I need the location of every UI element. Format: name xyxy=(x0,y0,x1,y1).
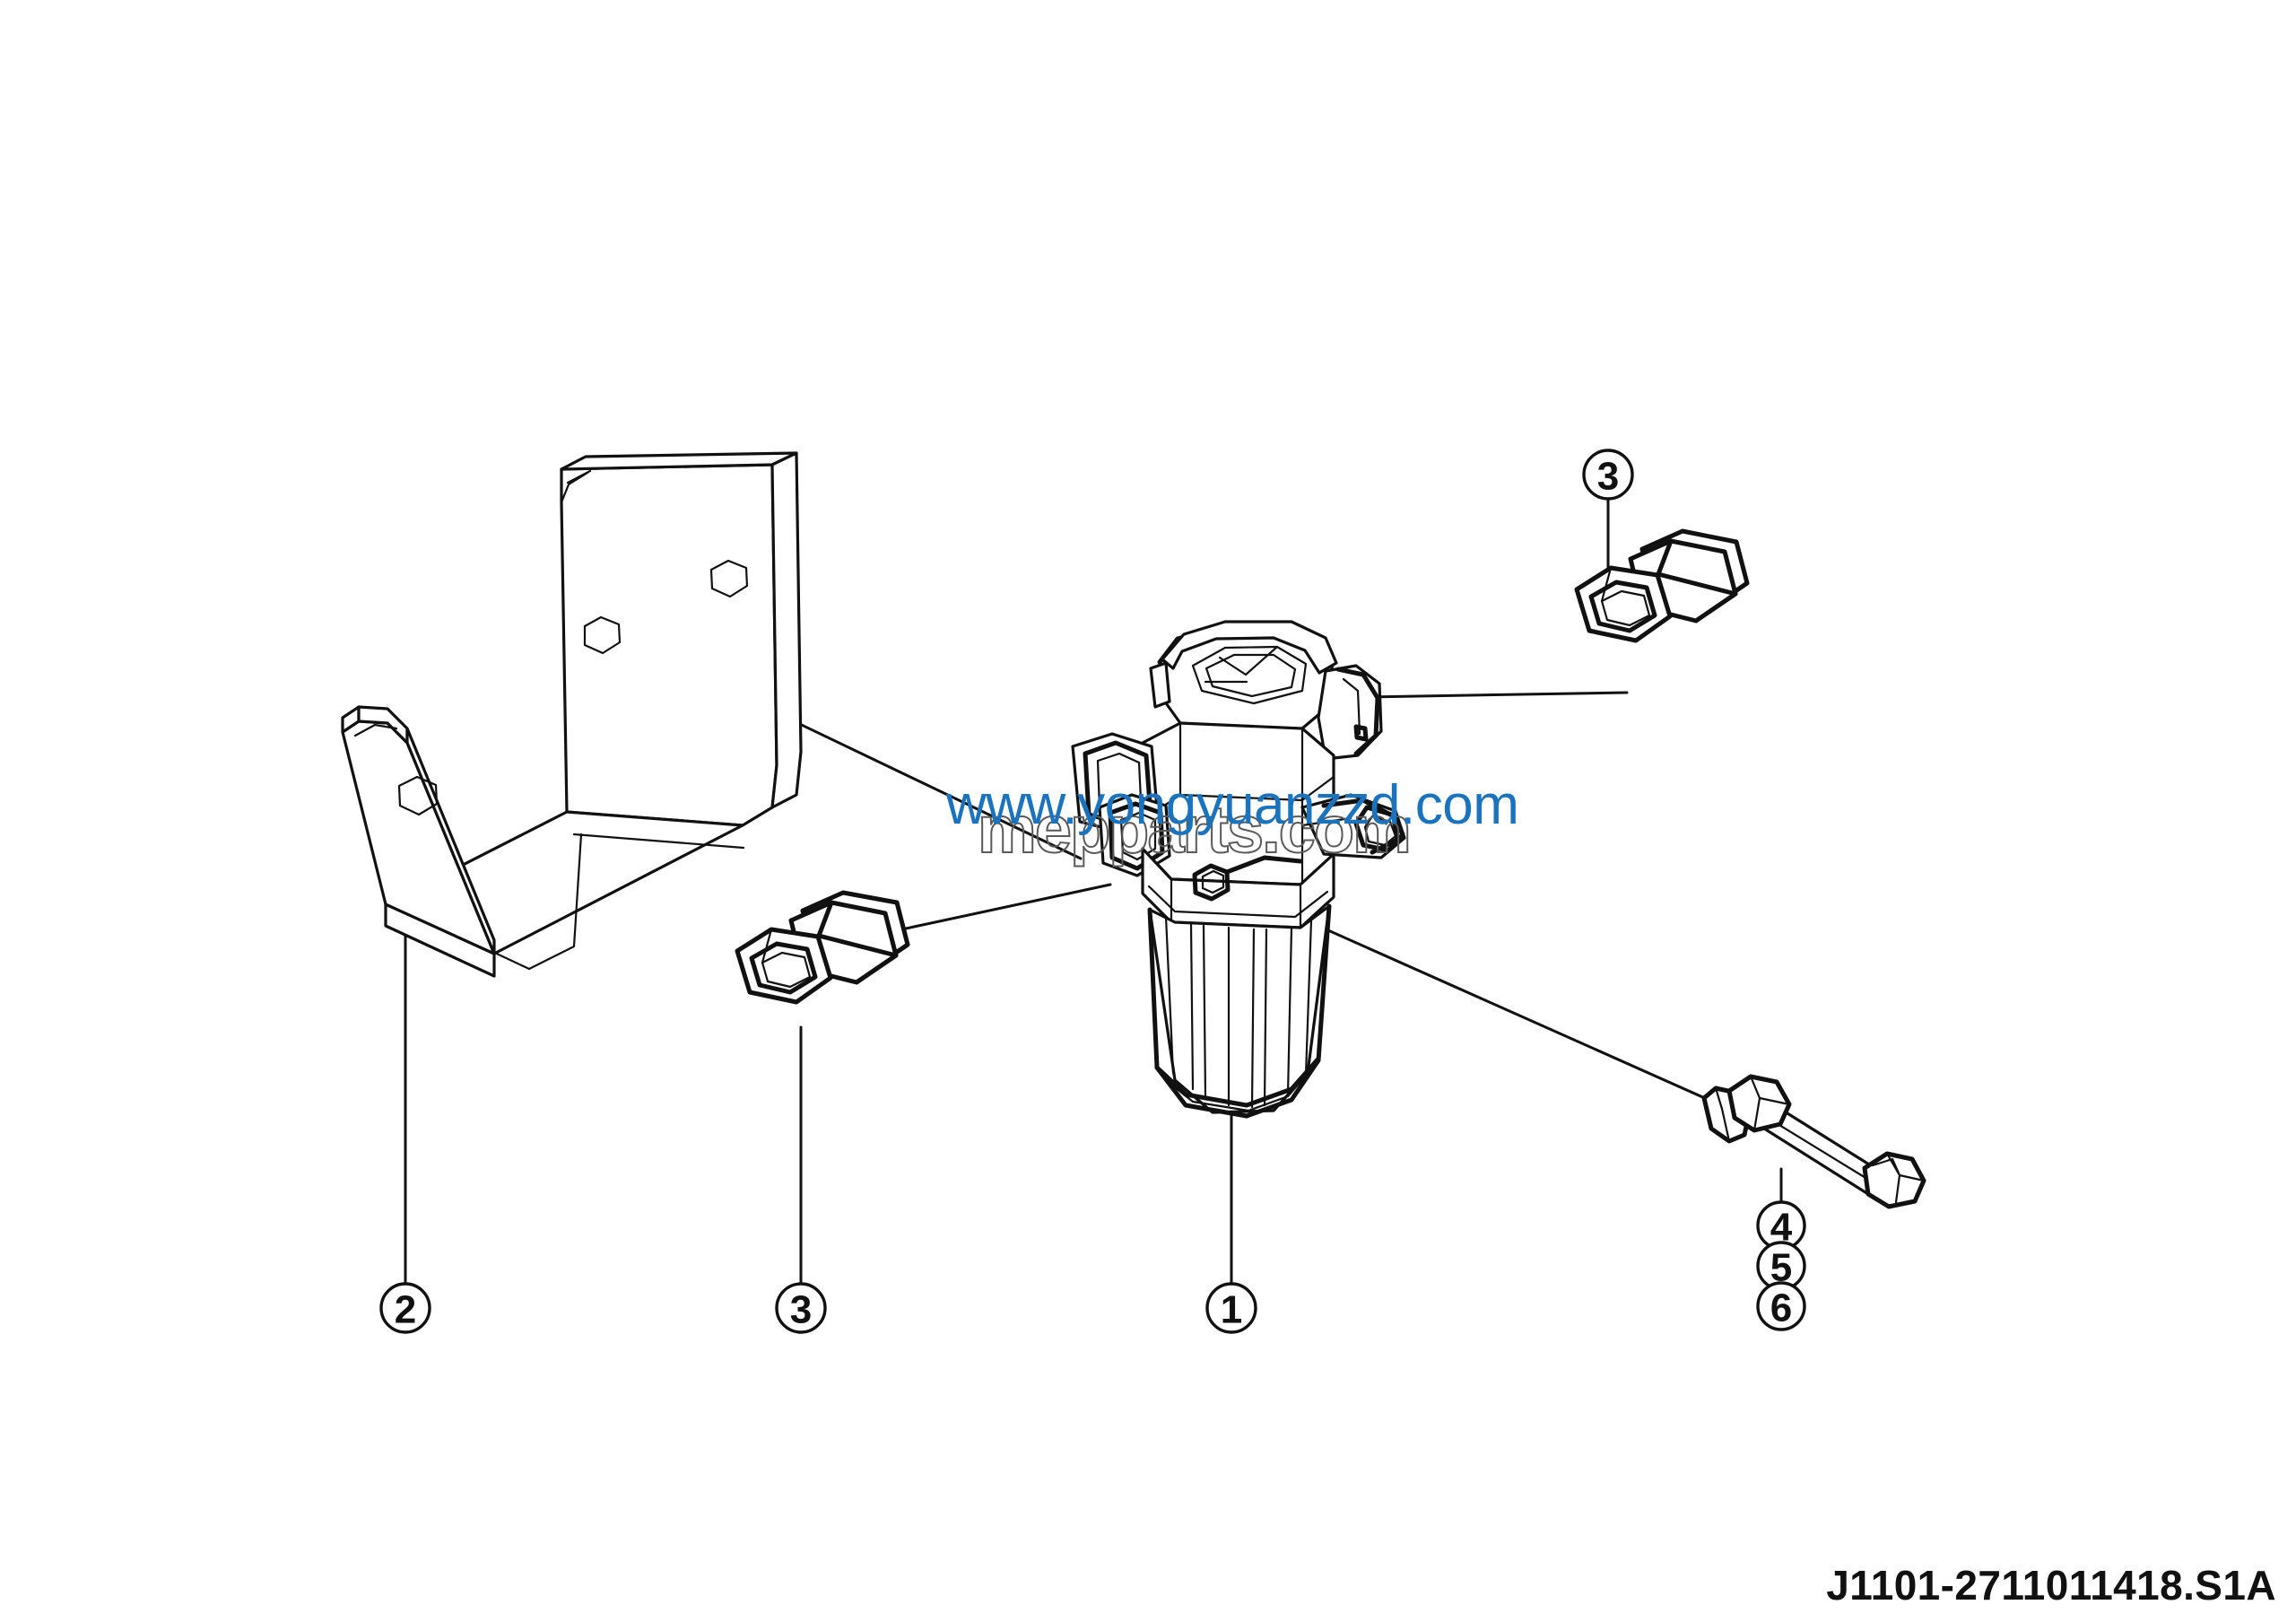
bolt-shank-highlight xyxy=(1761,1113,1876,1185)
bracket-back-plate-right-edge xyxy=(770,451,803,809)
valve-right-boss-notch xyxy=(1353,724,1369,742)
part-hex-fitting-upper xyxy=(1574,528,1750,643)
valve-bowl-rib-2 xyxy=(1189,922,1195,1091)
valve-bowl-rib-1 xyxy=(1164,915,1175,1075)
bracket-hex-hole-mid xyxy=(583,615,622,655)
callout-2-circle[interactable] xyxy=(379,1282,431,1334)
bolt-nut-crease-b xyxy=(1758,1096,1791,1106)
part-number-label: J1101-2711011418.S1A xyxy=(1826,1562,2276,1609)
valve-right-arm-hex-end xyxy=(1353,805,1405,853)
valve-right-arm-crease xyxy=(1300,816,1352,827)
valve-left-port-lower-ring xyxy=(1108,801,1165,871)
bolt-washer-crease xyxy=(1714,1086,1731,1143)
valve-flange-clip-inner xyxy=(1201,869,1225,894)
fitting-lower-socket-outer xyxy=(749,941,818,995)
callout-3-upper[interactable]: 3 xyxy=(1582,449,1634,501)
callout-3a-circle[interactable] xyxy=(775,1282,827,1334)
callout-1[interactable]: 1 xyxy=(1205,1282,1257,1334)
valve-flange-clip-arm xyxy=(1224,855,1303,875)
valve-cap-tab-crease xyxy=(1164,661,1171,703)
valve-lower-flange xyxy=(1141,847,1335,929)
callout-3b-circle[interactable] xyxy=(1582,449,1634,501)
callout-3b-label: 3 xyxy=(1597,455,1619,499)
fitting-lower-edge-b xyxy=(816,933,899,958)
valve-top-rim xyxy=(1161,620,1338,675)
valve-right-boss-edge xyxy=(1335,667,1380,756)
part-bolt-washer-nut xyxy=(1701,1074,1926,1209)
valve-bowl-rib-6 xyxy=(1263,928,1268,1107)
valve-body-block xyxy=(1141,721,1335,886)
valve-lower-flange-inner xyxy=(1147,885,1329,919)
callout-6-circle[interactable] xyxy=(1756,1281,1806,1331)
valve-bowl-rib-5 xyxy=(1250,928,1256,1109)
callout-2[interactable]: 2 xyxy=(379,1282,431,1334)
fitting-lower-socket-inner xyxy=(761,951,812,989)
callout-6-label: 6 xyxy=(1770,1286,1792,1330)
part-mounting-bracket xyxy=(341,451,803,978)
part-hex-fitting-lower xyxy=(735,890,910,1005)
valve-bowl-bottom-band xyxy=(1154,1056,1321,1108)
leader-fitting-lower xyxy=(904,883,1112,930)
leader-fitting-upper xyxy=(1364,691,1629,699)
bracket-hex-hole-top xyxy=(709,559,749,598)
bracket-hex-hole-foot xyxy=(397,775,439,816)
valve-bowl-rib-3 xyxy=(1202,924,1207,1098)
valve-flange-clip-ring xyxy=(1192,863,1231,902)
fitting-upper-socket-inner xyxy=(1600,589,1651,627)
leader-lines xyxy=(404,497,1783,1286)
fitting-upper-front-crease xyxy=(1600,566,1613,603)
bracket-flange-fillet xyxy=(353,723,398,737)
valve-left-port-lower xyxy=(1098,793,1171,877)
valve-right-arm-hex-inner xyxy=(1363,815,1397,847)
bracket-inner-corner xyxy=(527,833,583,971)
callout-1-circle[interactable] xyxy=(1205,1282,1257,1334)
fitting-lower-front-crease xyxy=(761,928,773,964)
callout-1-label: 1 xyxy=(1221,1288,1242,1332)
callout-2-label: 2 xyxy=(395,1288,416,1332)
part-valve-assembly xyxy=(1071,620,1406,1119)
callout-bubbles: 1 2 3 3 4 5 6 xyxy=(379,449,1806,1334)
valve-top-throat-rib-a xyxy=(1218,645,1279,676)
callout-3a-label: 3 xyxy=(790,1288,812,1332)
valve-right-boss-crease xyxy=(1342,677,1361,736)
valve-bowl-rib-7 xyxy=(1286,926,1293,1096)
valve-left-port-lower-inner xyxy=(1119,811,1157,861)
bracket-left-flange-side xyxy=(405,727,496,955)
bracket-back-plate xyxy=(560,463,778,827)
callout-3-lower[interactable]: 3 xyxy=(775,1282,827,1334)
bracket-back-fillet-b xyxy=(560,471,589,504)
valve-right-boss xyxy=(1317,664,1383,761)
leader-valve-to-bolt xyxy=(1278,907,1733,1112)
valve-top-throat-outer xyxy=(1191,645,1308,705)
fitting-upper-socket-outer xyxy=(1588,580,1657,633)
callout-6[interactable]: 6 xyxy=(1756,1281,1806,1331)
valve-bowl-bottom-band-2 xyxy=(1164,1068,1313,1112)
valve-top-throat-inner xyxy=(1205,653,1297,698)
bolt-hex-head-crease-2 xyxy=(1885,1152,1926,1182)
bracket-inner-crease xyxy=(572,833,745,850)
bolt-hex-head xyxy=(1862,1151,1926,1209)
fitting-upper-edge-b xyxy=(1656,571,1738,597)
valve-bowl-rib-8 xyxy=(1304,919,1313,1077)
